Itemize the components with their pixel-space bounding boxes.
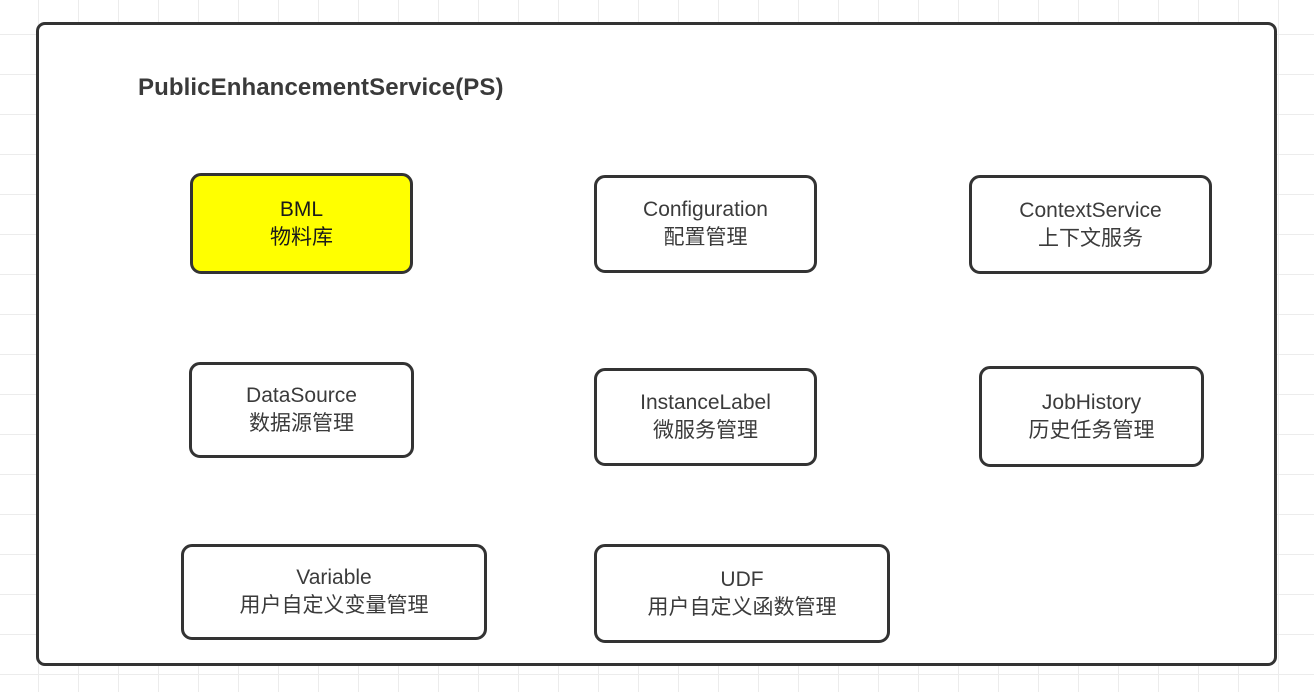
module-box-jobhistory[interactable]: JobHistory 历史任务管理 [979,366,1204,467]
module-box-configuration[interactable]: Configuration 配置管理 [594,175,817,273]
module-box-contextservice[interactable]: ContextService 上下文服务 [969,175,1212,274]
module-box-datasource[interactable]: DataSource 数据源管理 [189,362,414,458]
module-description: 历史任务管理 [1028,418,1155,442]
module-box-udf[interactable]: UDF 用户自定义函数管理 [594,544,890,643]
module-description: 物料库 [270,225,333,249]
module-description: 微服务管理 [653,419,758,442]
module-description: 配置管理 [663,226,748,249]
module-description: 数据源管理 [249,412,354,435]
module-description: 用户自定义变量管理 [239,594,429,617]
module-box-variable[interactable]: Variable 用户自定义变量管理 [181,544,487,640]
module-name: Variable [296,566,372,590]
module-name: DataSource [246,384,357,408]
module-name: JobHistory [1041,390,1142,414]
module-name: InstanceLabel [640,391,771,415]
module-name: BML [279,197,324,221]
public-enhancement-service-container: PublicEnhancementService(PS) BML 物料库 Con… [36,22,1277,666]
module-box-instancelabel[interactable]: InstanceLabel 微服务管理 [594,368,817,466]
container-title: PublicEnhancementService(PS) [138,74,504,101]
module-name: ContextService [1019,198,1162,222]
module-name: Configuration [643,198,768,222]
module-name: UDF [720,567,764,591]
module-description: 上下文服务 [1038,226,1143,250]
module-description: 用户自定义函数管理 [647,595,837,619]
module-box-bml[interactable]: BML 物料库 [190,173,413,274]
